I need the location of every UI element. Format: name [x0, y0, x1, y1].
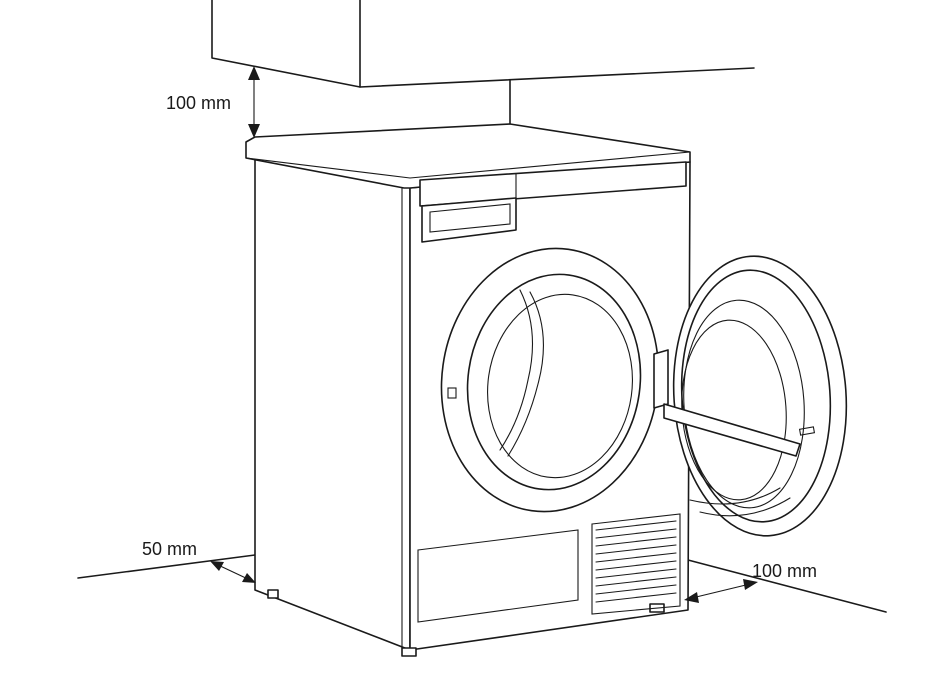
right-clearance-arrow: [684, 579, 758, 603]
right-clearance-label: 100 mm: [752, 561, 818, 581]
dryer-body: [245, 123, 691, 657]
top-clearance-label: 100 mm: [166, 93, 232, 113]
floor-lines: [77, 554, 887, 613]
top-clearance-arrow: [248, 66, 260, 138]
side-clearance-arrow: [210, 561, 256, 583]
open-door: [653, 255, 848, 537]
side-clearance-label: 50 mm: [142, 539, 198, 559]
ventilation-grille: [591, 513, 681, 615]
wall-cabinet: [211, 0, 755, 125]
